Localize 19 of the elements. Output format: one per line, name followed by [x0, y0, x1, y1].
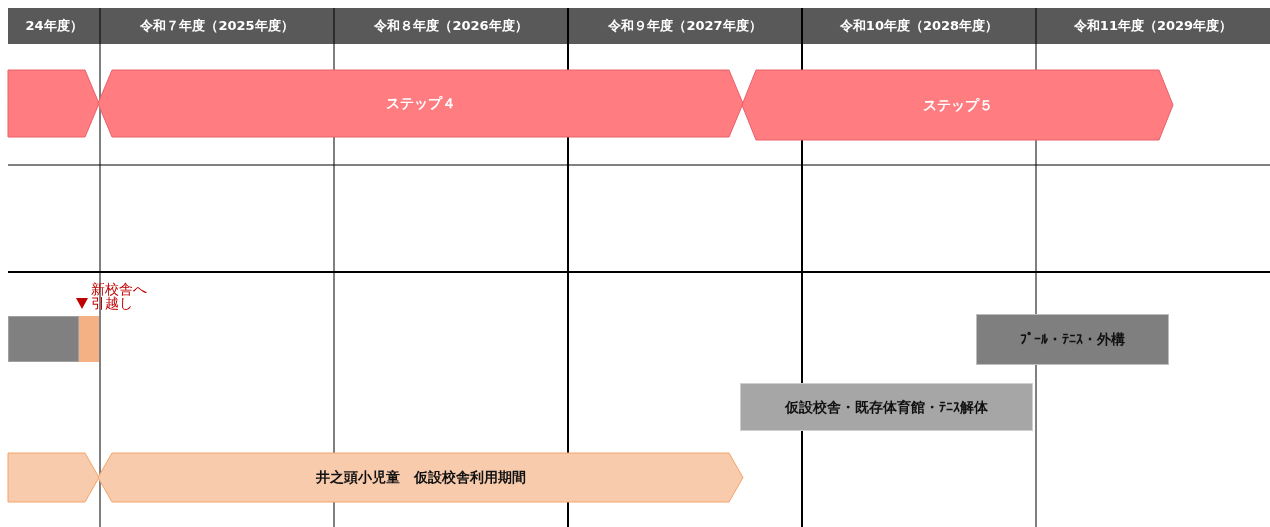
bar-label: ステップ４: [385, 94, 456, 113]
bar-label: 仮設校舎・既存体育館・ﾃﾆｽ解体: [785, 397, 988, 417]
year-header: 令和10年度（2028年度）: [839, 17, 999, 36]
schedule-bar: [79, 316, 99, 362]
task-bar: [740, 383, 1033, 431]
period-bar: [742, 70, 1173, 140]
period-bar: [8, 70, 99, 137]
bar-label: ﾌﾟｰﾙ・ﾃﾆｽ・外構: [1020, 330, 1125, 349]
move-note: 新校舎へ引越し: [91, 282, 148, 310]
year-header: 令和８年度（2026年度）: [374, 17, 528, 36]
year-header: 24年度）: [25, 17, 83, 36]
year-header: 令和11年度（2029年度）: [1073, 17, 1233, 36]
bar-label: 井之頭小児童 仮設校舎利用期間: [315, 468, 526, 487]
schedule-bar: [8, 316, 79, 362]
year-header: 令和９年度（2027年度）: [608, 17, 762, 36]
task-bar: [976, 314, 1169, 365]
year-header: 令和７年度（2025年度）: [140, 17, 294, 36]
period-bar: [8, 453, 99, 502]
bar-label: ステップ５: [922, 95, 993, 115]
